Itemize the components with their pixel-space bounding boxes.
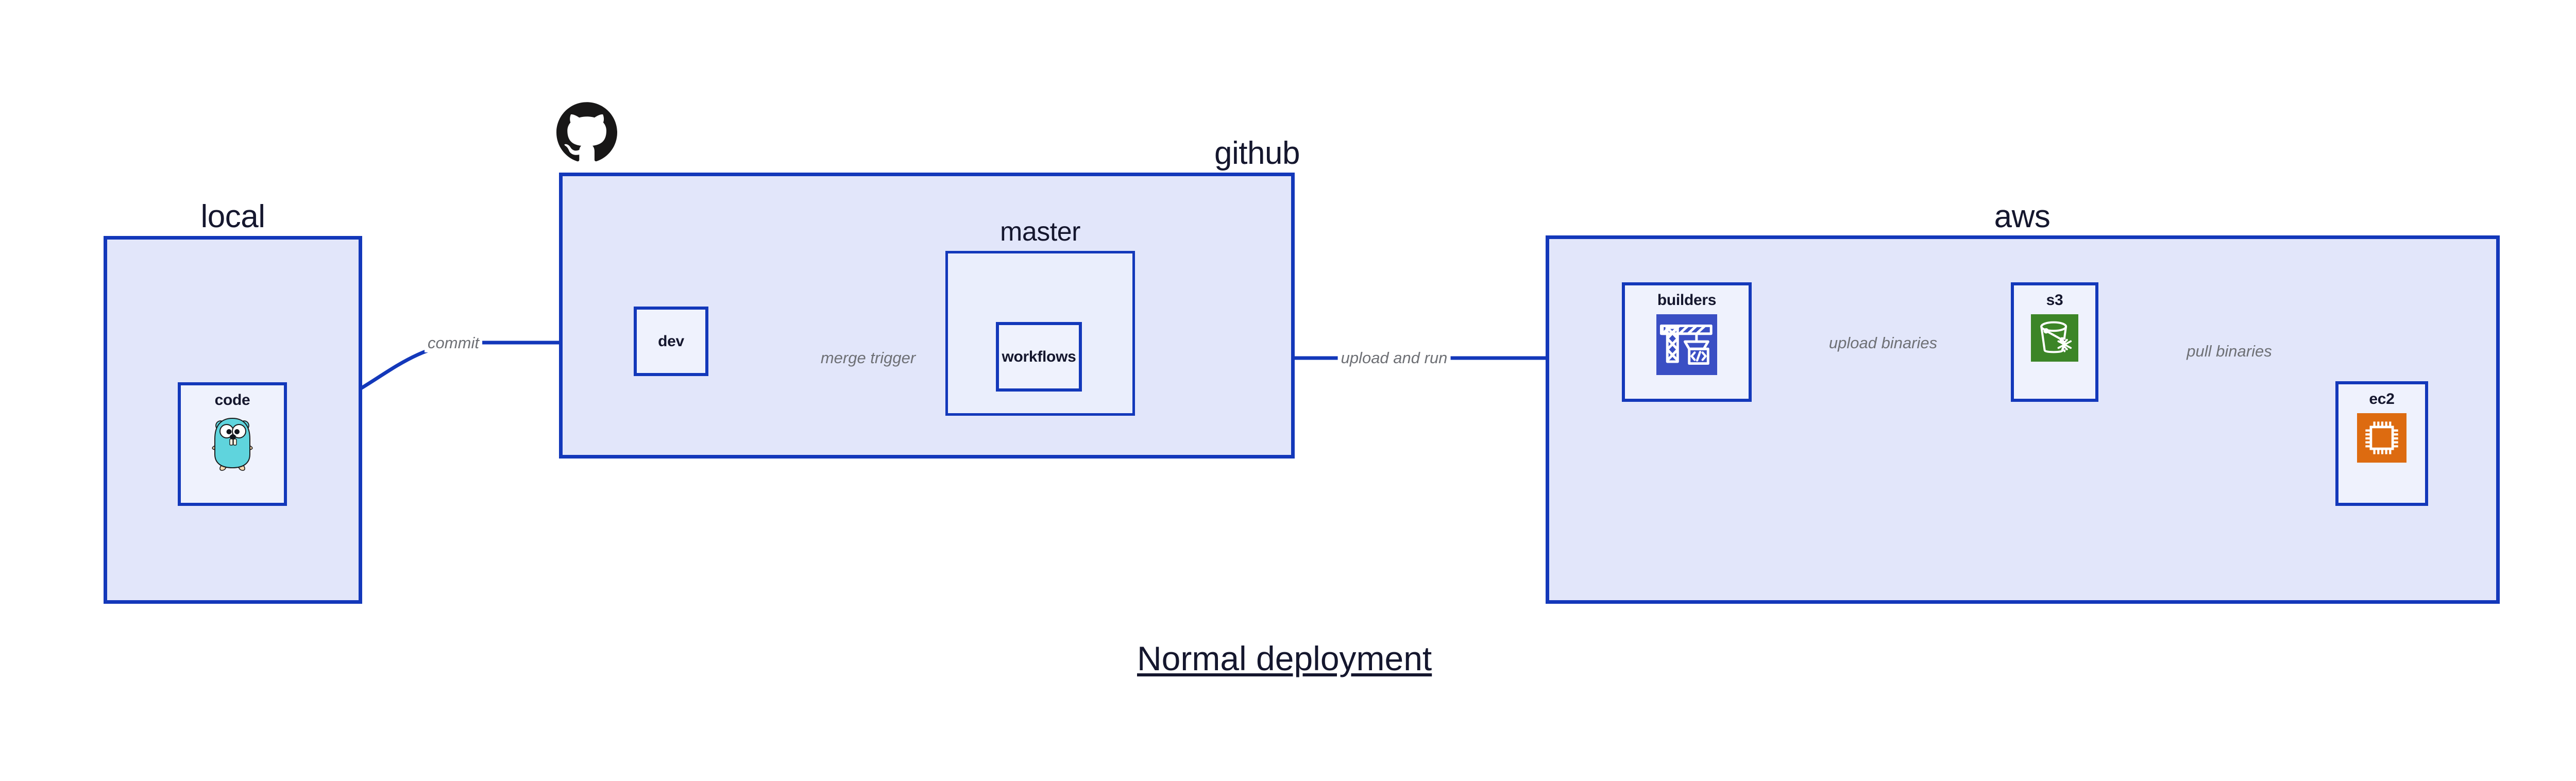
node-ec2-label: ec2 <box>2369 390 2395 408</box>
go-gopher-icon <box>209 414 256 472</box>
node-dev[interactable]: dev <box>634 307 708 376</box>
edge-label-upload-and-run: upload and run <box>1337 349 1451 367</box>
group-github-title: github <box>1214 135 1300 171</box>
subgroup-master-title: master <box>1000 217 1080 247</box>
node-s3[interactable]: s3 <box>2011 282 2098 402</box>
crane-code-icon <box>1656 314 1717 375</box>
cpu-chip-icon <box>2357 413 2406 463</box>
node-builders[interactable]: builders <box>1622 282 1752 402</box>
diagram-title: Normal deployment <box>1137 639 1432 677</box>
group-aws-title: aws <box>1994 199 2050 234</box>
node-dev-label: dev <box>658 332 684 350</box>
s3-bucket-icon <box>2031 314 2078 362</box>
node-s3-label: s3 <box>2046 292 2063 309</box>
group-local-title: local <box>200 199 265 234</box>
github-mark-icon <box>555 101 618 164</box>
node-workflows[interactable]: workflows <box>996 322 1082 392</box>
edge-label-commit: commit <box>425 334 482 352</box>
node-workflows-label: workflows <box>1002 348 1076 365</box>
node-code-label: code <box>214 392 250 409</box>
edge-label-pull-binaries: pull binaries <box>2183 342 2275 361</box>
node-builders-label: builders <box>1657 292 1717 309</box>
edge-label-upload-binaries: upload binaries <box>1825 334 1941 352</box>
edge-label-merge-trigger: merge trigger <box>817 349 919 367</box>
node-ec2[interactable]: ec2 <box>2335 381 2428 506</box>
node-code[interactable]: code <box>178 382 287 506</box>
